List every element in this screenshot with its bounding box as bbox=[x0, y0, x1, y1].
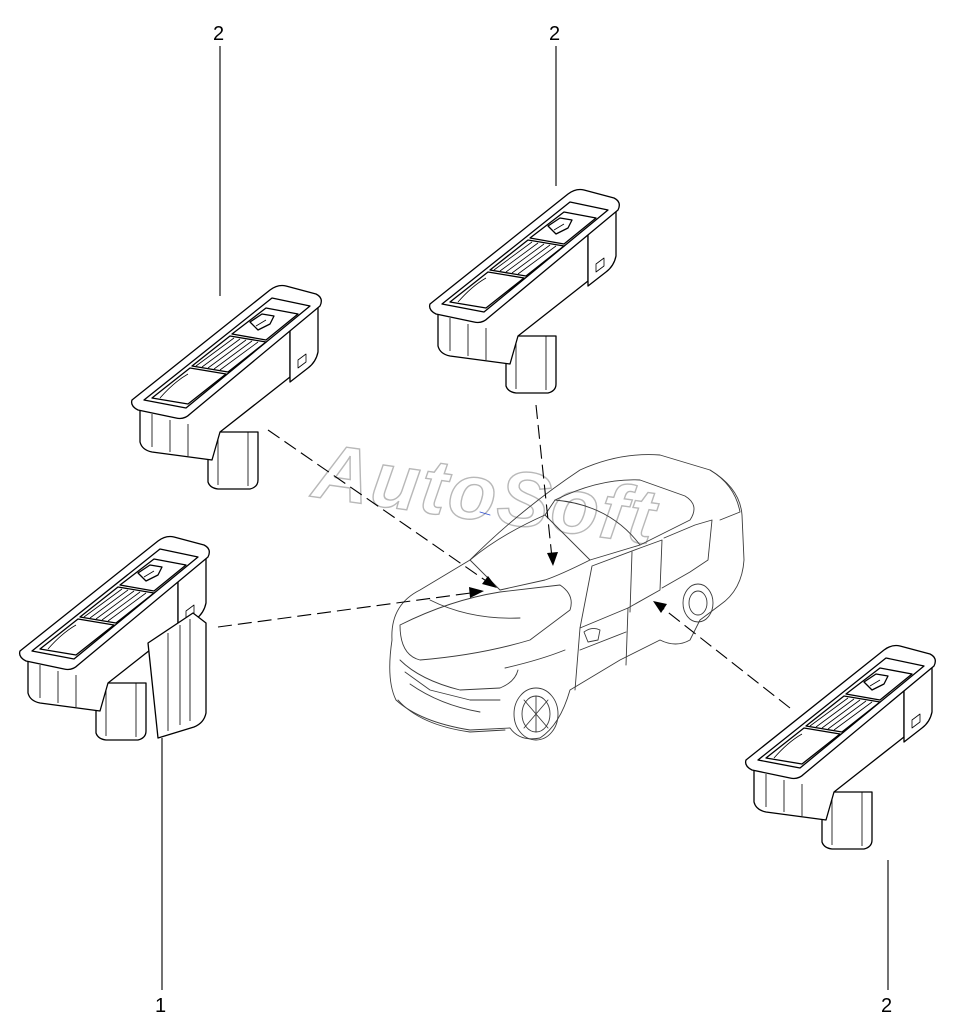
arrowhead-top-left bbox=[482, 576, 497, 588]
leader-lines bbox=[161, 46, 889, 990]
switch-top-center bbox=[428, 188, 620, 394]
arrow-bottom-right bbox=[659, 605, 791, 709]
arrow-top-left bbox=[267, 429, 493, 586]
callout-labels: 2 2 1 2 bbox=[155, 23, 892, 1017]
switch-bottom-right bbox=[744, 644, 936, 850]
switch-top-left bbox=[130, 284, 322, 490]
switch-driver bbox=[18, 535, 210, 741]
callout-label-top-left: 2 bbox=[213, 23, 224, 45]
callout-label-top-center: 2 bbox=[549, 23, 560, 45]
car-illustration bbox=[389, 454, 745, 741]
arrowhead-bottom-right bbox=[653, 601, 667, 613]
arrow-top-center bbox=[535, 404, 553, 559]
arrow-driver bbox=[217, 591, 479, 628]
arrowhead-top-center bbox=[547, 552, 558, 566]
callout-label-driver: 1 bbox=[155, 995, 166, 1017]
dashed-arrows bbox=[217, 404, 791, 709]
arrowhead-driver bbox=[469, 587, 484, 598]
callout-label-bottom-right: 2 bbox=[881, 995, 892, 1017]
